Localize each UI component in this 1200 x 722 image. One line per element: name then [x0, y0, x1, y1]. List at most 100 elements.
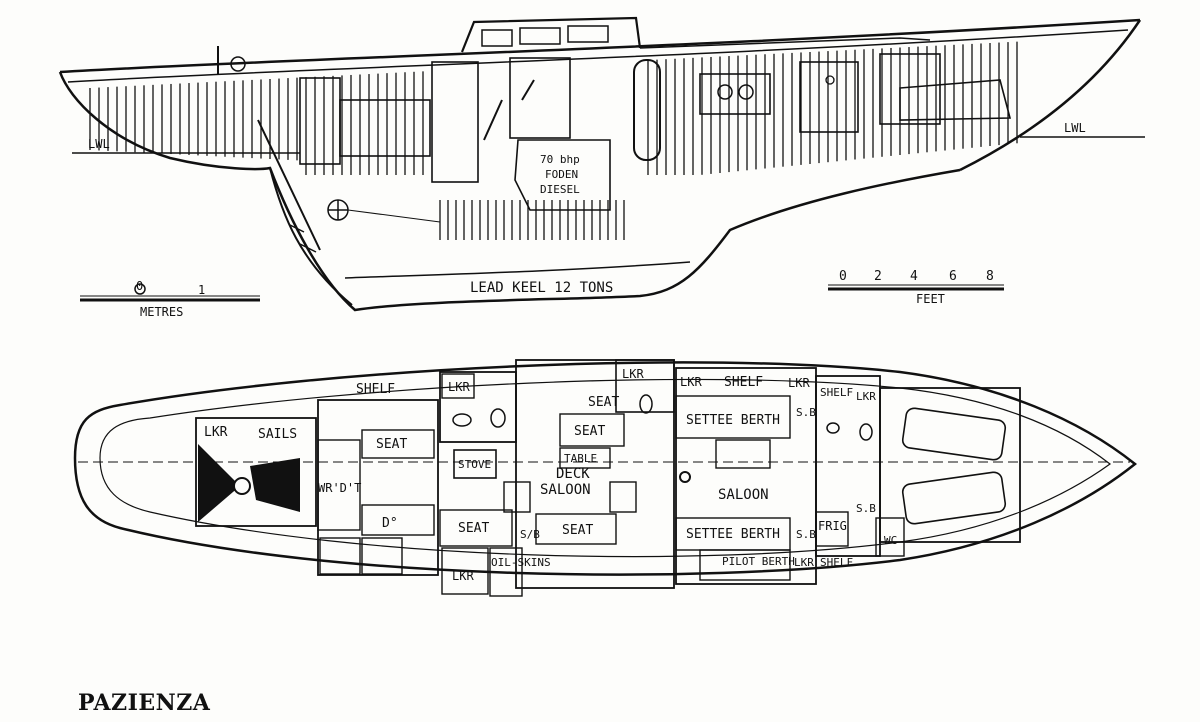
sink-icon	[859, 423, 873, 441]
plan-label-lkr-heads: LKR	[448, 380, 470, 394]
hull-bottom	[58, 71, 961, 312]
fridge	[815, 511, 849, 547]
plan-label-deck: DECK	[556, 466, 590, 482]
propeller-icon	[327, 199, 441, 223]
bow-stem	[959, 19, 1142, 172]
deck-saloon-seat-upper	[559, 413, 625, 447]
plan-label-frig: FRIG	[818, 519, 847, 533]
deck-line	[67, 29, 1129, 83]
rudder-stock	[257, 119, 321, 251]
fwd-heads-wc	[875, 517, 905, 557]
sink-icon	[825, 75, 835, 85]
stove	[453, 449, 497, 479]
plan-label-shelf-saloon: SHELF	[724, 375, 763, 390]
plan-view: LKR SAILS SHELF WR'D'T SEAT D° LKR SEAT …	[73, 359, 1138, 597]
lead-keel-outline	[344, 261, 691, 279]
doghouse	[460, 16, 642, 53]
rudder	[269, 167, 353, 306]
companion-steps	[609, 481, 637, 513]
toilet-icon	[452, 413, 472, 427]
doghouse-window	[481, 29, 513, 47]
mizzen-mast-icon	[233, 477, 251, 495]
fore-cabin	[879, 387, 1021, 543]
sail-locker-shading	[198, 444, 240, 522]
plan-label-shelf-galley: SHELF	[820, 556, 853, 569]
toilet-icon	[639, 394, 653, 414]
fore-berth	[899, 79, 1012, 121]
plan-label-pilot-berth: PILOT BERTH	[722, 555, 795, 568]
aft-seat-upper	[361, 429, 435, 459]
drawing-title: PAZIENZA	[78, 690, 211, 716]
aft-lkr-lower	[441, 547, 489, 595]
plan-label-ditto: D°	[382, 516, 398, 531]
plan-label-seat-aft: SEAT	[376, 437, 407, 452]
plan-label-lkr-fwd-heads: LKR	[622, 367, 644, 381]
plan-label-lkr-sails: LKR	[204, 425, 228, 440]
galley-locker	[799, 61, 859, 133]
plan-label-lkr-lower: LKR	[452, 569, 474, 583]
plan-label-lkr-pilot: LKR	[794, 556, 814, 569]
sail-locker	[195, 417, 317, 527]
plan-inner-line	[99, 378, 1112, 558]
metres-tick-0: 0	[136, 279, 143, 293]
main-mast-icon	[679, 471, 691, 483]
keel-label: LEAD KEEL 12 TONS	[470, 280, 613, 296]
burner-icon	[717, 84, 733, 100]
plan-hull-outline	[73, 361, 1138, 576]
plan-label-shelf-aft: SHELF	[356, 382, 395, 397]
metres-unit: METRES	[140, 305, 183, 319]
metres-tick-1: 1	[198, 283, 205, 297]
deck-saloon-seat-aft	[439, 509, 513, 547]
deck-saloon-seat-lower	[535, 513, 617, 545]
mast-tabernacle	[633, 59, 661, 161]
plan-label-sb-1: S/B	[520, 528, 540, 541]
engine-label-1: 70 bhp	[540, 153, 580, 166]
rudder-hatch	[299, 243, 317, 253]
plan-label-saloon: SALOON	[718, 487, 769, 503]
plan-label-shelf-fwd: SHELF	[820, 386, 853, 399]
engine-label-2: FODEN	[545, 168, 578, 181]
aft-locker	[319, 537, 361, 575]
deck-table	[559, 447, 611, 469]
feet-tick-4: 4	[910, 269, 918, 284]
quarter-berth	[339, 99, 431, 157]
galley-stove	[699, 73, 771, 115]
metres-scale: 0 1 METRES	[80, 279, 260, 319]
companion-steps	[503, 481, 531, 513]
sheer-line	[59, 18, 1141, 74]
companion	[509, 57, 571, 139]
oilskin-locker	[489, 547, 523, 597]
plan-label-sails: SAILS	[258, 427, 297, 442]
plan-label-seat-3: SEAT	[562, 523, 593, 538]
feet-tick-2: 2	[874, 269, 882, 284]
ladder	[483, 99, 503, 141]
plan-label-oilskins: OIL-SKINS	[491, 556, 551, 569]
feet-tick-6: 6	[949, 269, 957, 284]
coachroof	[639, 37, 931, 49]
lwl-label-right: LWL	[1064, 121, 1086, 135]
plan-label-lkr-galley: LKR	[788, 376, 810, 390]
doghouse-window	[519, 27, 561, 45]
pilot-berth	[699, 549, 791, 581]
doghouse-window	[567, 25, 609, 43]
sink-icon	[826, 422, 840, 434]
ladder	[521, 79, 535, 101]
deck-saloon	[515, 359, 675, 589]
aft-heads-locker	[441, 373, 475, 399]
profile-view: LWL LWL	[58, 16, 1145, 312]
forepeak-locker	[879, 53, 941, 125]
feet-scale: 0 2 4 6 8 FEET	[828, 269, 1004, 306]
wardrobe	[317, 439, 361, 531]
plan-label-seat-2: SEAT	[458, 521, 489, 536]
plan-label-lkr-saloon: LKR	[680, 375, 702, 389]
plan-label-settee-port: SETTEE BERTH	[686, 413, 780, 428]
sail-locker-shading	[250, 458, 300, 512]
fore-berth-port	[901, 407, 1007, 461]
feet-unit: FEET	[916, 292, 945, 306]
aft-seat-lower	[361, 504, 435, 536]
plan-label-sb-3: S.B	[796, 528, 816, 541]
plan-label-settee-stbd: SETTEE BERTH	[686, 527, 780, 542]
saloon-table	[715, 439, 771, 469]
plan-label-lkr-fwd: LKR	[856, 390, 876, 403]
